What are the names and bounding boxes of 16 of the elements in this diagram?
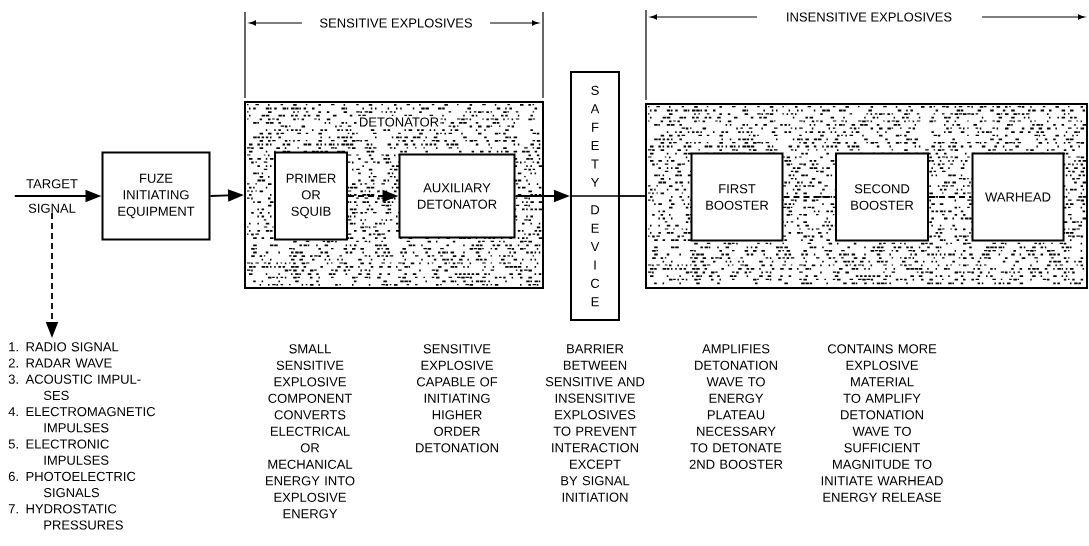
process-box: AUXILIARY DETONATOR: [398, 153, 516, 239]
signal-list: 1. RADIO SIGNAL 2. RADAR WAVE 3. ACOUSTIC IMPUL- SES 4. ELECTROMAGNETIC IMPULSES 5. ELECTRONIC IMPULSES 6. PHOTOELECTRIC SIGNALS 7. HYDROSTATIC PRESSURES: [8, 342, 156, 530]
process-box: FUZE INITIATING EQUIPMENT: [101, 151, 211, 241]
process-box: FIRST BOOSTER: [690, 152, 784, 242]
description-text: CONTAINS MORE EXPLOSIVE MATERIAL TO AMPLIFY DETONATION WAVE TO SUFFICIENT MAGNITUDE TO INITIATE WARHEAD ENERGY RELEASE: [821, 344, 943, 502]
description-text: SMALL SENSITIVE EXPLOSIVE COMPONENT CONVERTS ELECTRICAL OR MECHANICAL ENERGY INTO EXPLOSIVE ENERGY: [266, 344, 355, 519]
description-text: AMPLIFIES DETONATION WAVE TO ENERGY PLATEAU NECESSARY TO DETONATE 2ND BOOSTER: [689, 344, 783, 469]
signal-label: TARGET SIGNAL: [26, 179, 78, 213]
process-box: SECOND BOOSTER: [835, 152, 929, 242]
range-label: INSENSITIVE EXPLOSIVES: [787, 12, 952, 22]
process-box: PRIMER OR SQUIB: [274, 151, 348, 241]
description-text: SENSITIVE EXPLOSIVE CAPABLE OF INITIATING HIGHER ORDER DETONATION: [416, 344, 498, 453]
description-text: BARRIER BETWEEN SENSITIVE AND INSENSITIVE EXPLOSIVES TO PREVENT INTERACTION EXCEPT BY SIGNAL INITIATION: [545, 344, 645, 502]
safety-device-box: SAFETY DEVICE: [569, 71, 621, 321]
process-box: WARHEAD: [971, 152, 1065, 242]
range-label: SENSITIVE EXPLOSIVES: [320, 18, 472, 28]
